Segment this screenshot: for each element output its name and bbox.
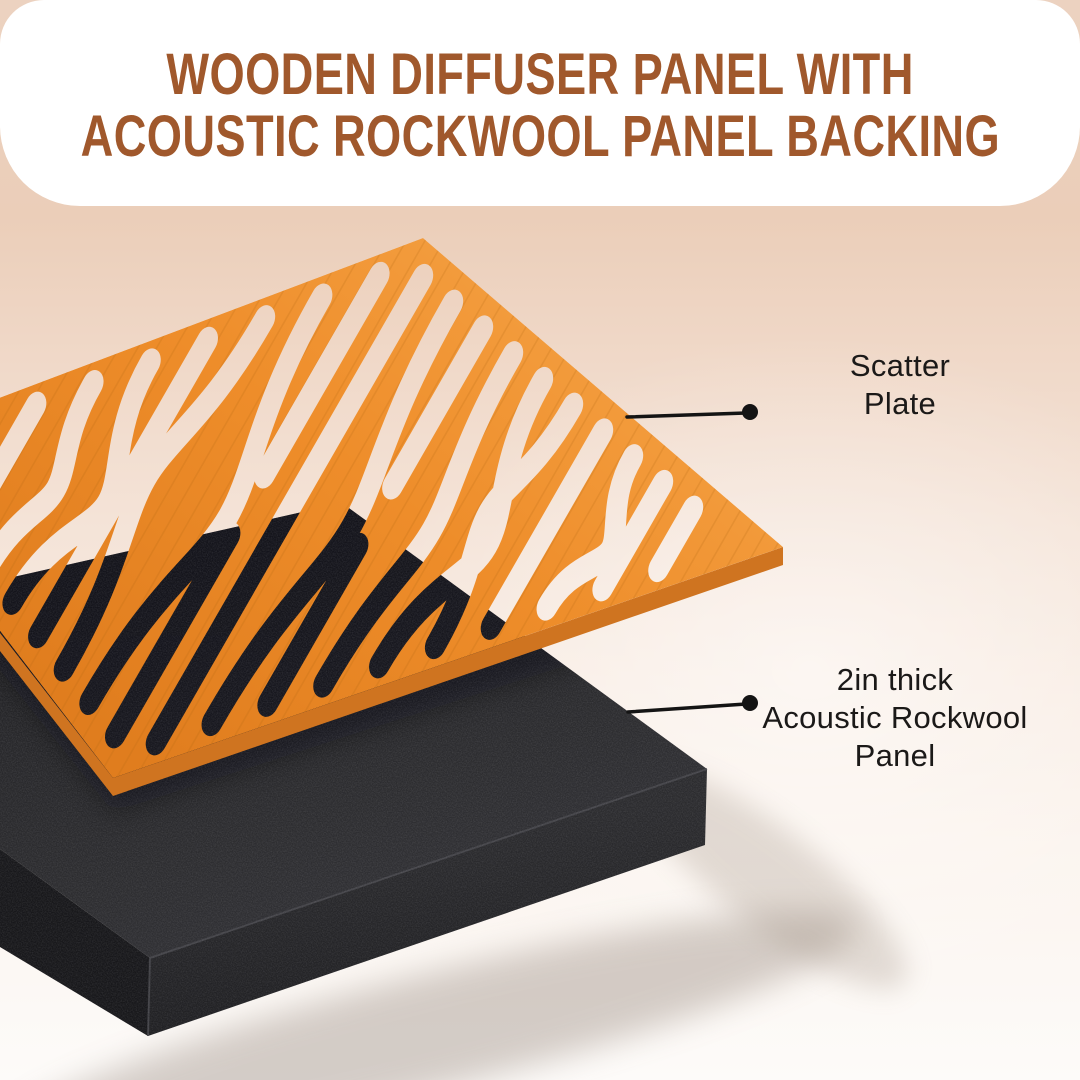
title-banner: WOODEN DIFFUSER PANEL WITH ACOUSTIC ROCK… xyxy=(0,0,1080,206)
plate-top-face xyxy=(0,238,783,778)
scatter-label-line1: Scatter xyxy=(849,348,951,383)
page-title-line2: ACOUSTIC ROCKWOOL PANEL BACKING xyxy=(80,104,1000,169)
callout-rockwool-panel: 2in thick Acoustic Rockwool Panel xyxy=(715,661,1075,775)
callout-scatter-plate: Scatter Plate xyxy=(760,347,1040,423)
scatter-label-line2: Plate xyxy=(863,386,937,421)
leader-dot-scatter xyxy=(742,404,758,420)
leader-dot-rockwool xyxy=(742,695,758,711)
wood-grain xyxy=(0,0,823,1080)
rockwool-label-line3: Panel xyxy=(854,738,936,773)
page-title-line1: WOODEN DIFFUSER PANEL WITH xyxy=(166,42,914,107)
rockwool-label-line2: Acoustic Rockwool xyxy=(762,700,1028,735)
leader-line-rockwool xyxy=(626,702,748,714)
rockwool-label-line1: 2in thick xyxy=(836,662,954,697)
leader-line-scatter xyxy=(625,411,748,419)
scatter-plate xyxy=(0,0,823,1080)
